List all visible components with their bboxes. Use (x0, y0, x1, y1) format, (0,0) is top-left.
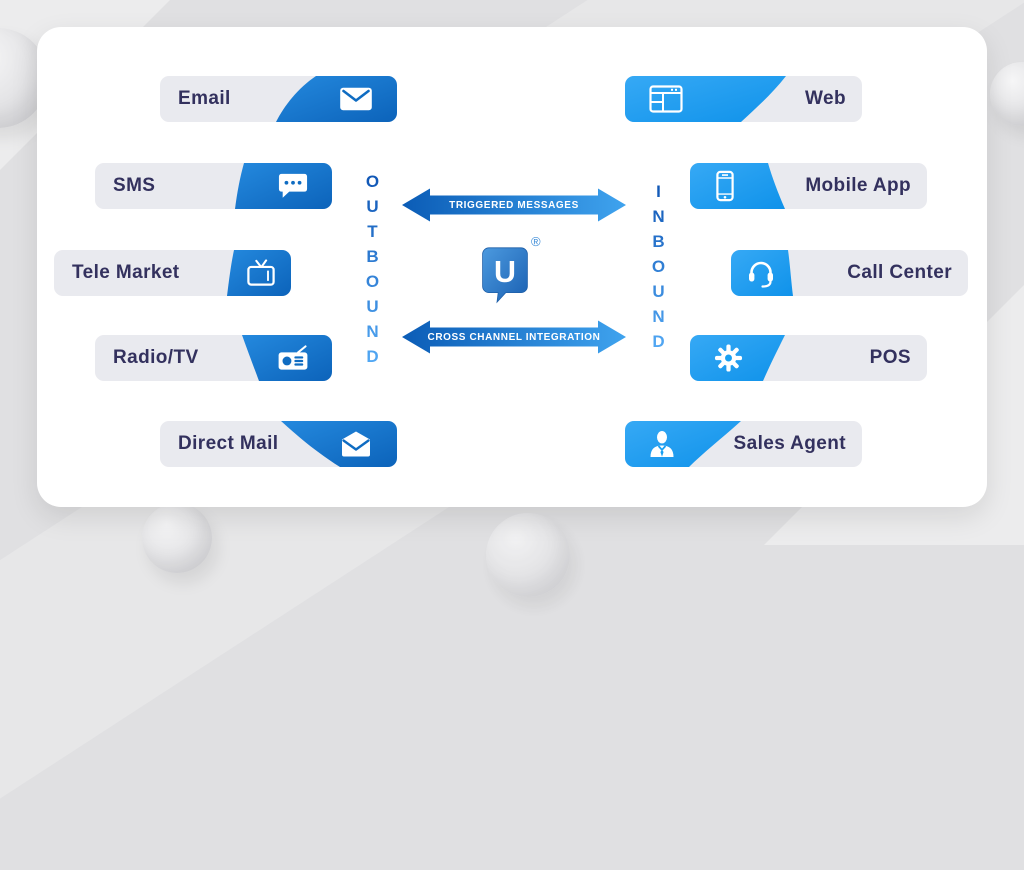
headset-icon (749, 261, 773, 288)
sms-chat-icon (278, 173, 308, 198)
speech-bubble-logo: U (482, 247, 528, 304)
channel-label: Direct Mail (178, 433, 279, 454)
double-arrow-shape (402, 188, 626, 222)
open-envelope-icon (342, 431, 370, 457)
channel-label: Radio/TV (113, 347, 199, 368)
pill-blue-swoosh (276, 76, 397, 122)
channel-pill-direct-mail: Direct Mail (160, 421, 397, 467)
outbound-vertical-label: OUTBOUND (363, 172, 382, 372)
channel-label: SMS (113, 175, 156, 196)
double-arrow-shape (402, 320, 626, 354)
triggered-messages-arrow: TRIGGERED MESSAGES (402, 186, 626, 224)
email-icon (340, 87, 372, 111)
background-sphere (486, 513, 570, 597)
pill-blue-swoosh (227, 250, 291, 296)
channel-pill-sms: SMS (95, 163, 332, 209)
arrow-label: CROSS CHANNEL INTEGRATION (427, 331, 601, 343)
channel-pill-sales-agent: Sales Agent (625, 421, 862, 467)
arrow-label: TRIGGERED MESSAGES (449, 199, 579, 211)
channel-label: Web (805, 88, 846, 109)
channel-pill-radio-tv: Radio/TV (95, 335, 332, 381)
background-sphere (142, 503, 212, 573)
pill-blue-swoosh (731, 250, 793, 296)
cross-channel-integration-arrow: CROSS CHANNEL INTEGRATION (402, 318, 626, 356)
channel-label: Email (178, 88, 231, 109)
channel-pill-call-center: Call Center (731, 250, 968, 296)
gear-icon (714, 344, 743, 372)
channel-label: Tele Market (72, 262, 180, 283)
background-sphere (990, 62, 1024, 126)
person-icon (650, 431, 674, 457)
channel-pill-mobile-app: Mobile App (690, 163, 927, 209)
brand-logo: U (481, 244, 529, 306)
pill-blue-swoosh (690, 163, 785, 209)
browser-window-icon (649, 85, 683, 113)
channel-label: Mobile App (805, 175, 911, 196)
channel-label: Call Center (847, 262, 952, 283)
channel-pill-tele-market: Tele Market (54, 250, 291, 296)
inbound-vertical-label: INBOUND (649, 182, 668, 357)
infographic-stage: Email SMS Tele Market (0, 0, 1024, 597)
tv-icon (247, 259, 275, 286)
logo-letter: U (494, 255, 516, 289)
channel-pill-email: Email (160, 76, 397, 122)
channel-pill-web: Web (625, 76, 862, 122)
registered-mark: ® (531, 234, 541, 249)
channel-label: Sales Agent (733, 433, 846, 454)
channel-pill-pos: POS (690, 335, 927, 381)
radio-icon (278, 345, 308, 370)
channel-label: POS (869, 347, 911, 368)
smartphone-icon (716, 170, 734, 202)
